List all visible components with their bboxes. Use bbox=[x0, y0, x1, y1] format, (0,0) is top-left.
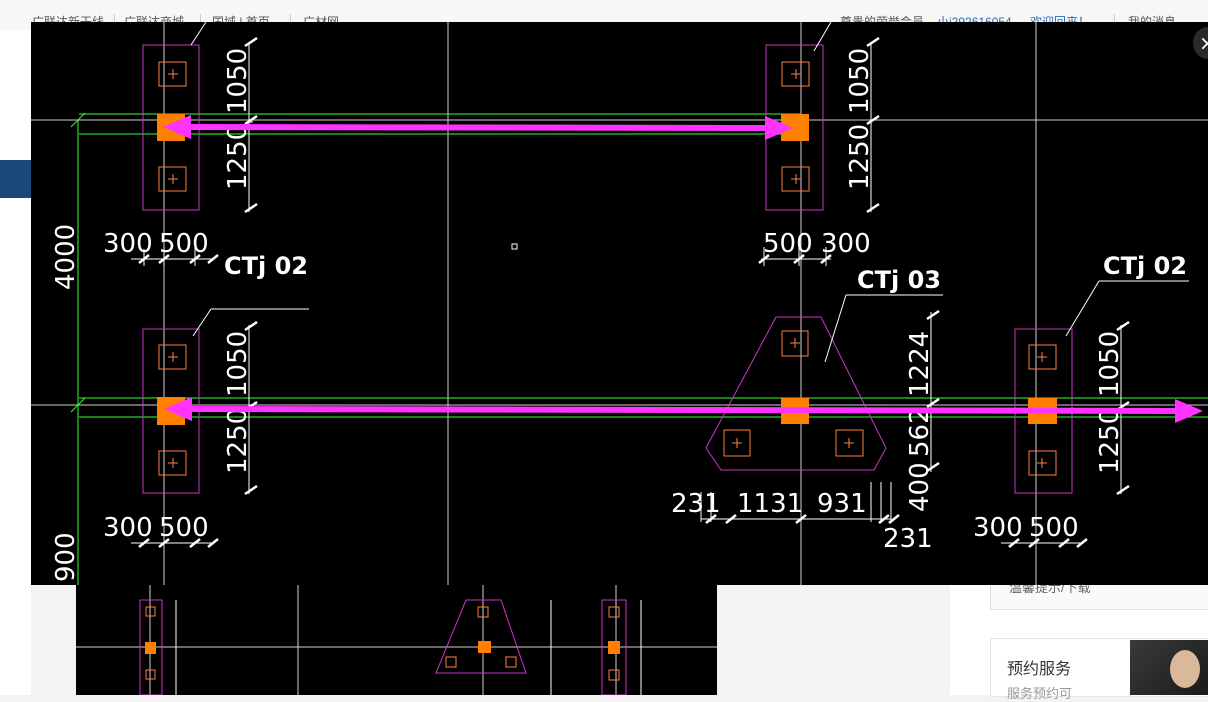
dimension-text: 1050 1250 1050 1250 1050 1250 1050 1250 … bbox=[51, 48, 1125, 582]
dim-1131: 1131 bbox=[737, 489, 803, 519]
axis-lines bbox=[31, 22, 1208, 585]
dim-562: 562 bbox=[905, 407, 935, 457]
pile-cap-top-left bbox=[142, 21, 207, 211]
topbar-divider bbox=[290, 14, 291, 28]
cad-thumbnail-svg bbox=[76, 585, 717, 696]
dim-400: 400 bbox=[905, 462, 935, 512]
left-page-column bbox=[0, 30, 31, 695]
cad-thumbnail bbox=[76, 585, 717, 696]
dim-1250-top-left: 1250 bbox=[223, 124, 253, 190]
avatar-face bbox=[1170, 650, 1200, 688]
dim-4000: 4000 bbox=[51, 224, 81, 290]
nav-blue-strip bbox=[0, 160, 31, 198]
label-ctj03: CTj 03 bbox=[857, 266, 941, 294]
dim-231-right: 231 bbox=[883, 524, 933, 554]
dim-300-top-right: 300 bbox=[821, 229, 871, 259]
service-title: 预约服务 bbox=[1007, 659, 1072, 678]
annotation-arrows bbox=[163, 115, 1203, 423]
topbar-divider bbox=[114, 14, 115, 28]
dim-1250-mid-right: 1250 bbox=[1095, 408, 1125, 474]
label-ctj02-left: CTj 02 bbox=[224, 252, 308, 280]
pile-cap-top-right bbox=[765, 21, 832, 211]
dim-1050-top-left: 1050 bbox=[223, 48, 253, 114]
dim-300-mid-right: 300 bbox=[973, 513, 1023, 543]
dim-1050-top-right: 1050 bbox=[845, 48, 875, 114]
close-icon[interactable]: × bbox=[1193, 27, 1208, 59]
dim-500-top-right: 500 bbox=[763, 229, 813, 259]
dim-500-top-left: 500 bbox=[159, 229, 209, 259]
pile-cap-labels: CTj 02 CTj 03 CTj 02 bbox=[224, 252, 1187, 294]
dim-900: 900 bbox=[51, 532, 81, 582]
label-ctj02-right: CTj 02 bbox=[1103, 252, 1187, 280]
dim-300-mid-left: 300 bbox=[103, 513, 153, 543]
topbar-divider bbox=[1114, 14, 1115, 28]
dimension-lines bbox=[131, 42, 1122, 544]
dim-231-left: 231 bbox=[671, 489, 721, 519]
dim-1050-mid-left: 1050 bbox=[223, 331, 253, 397]
beam-lines bbox=[70, 112, 1208, 585]
dim-1250-top-right: 1250 bbox=[845, 124, 875, 190]
service-avatar-image bbox=[1130, 640, 1208, 695]
dim-300-top-left: 300 bbox=[103, 229, 153, 259]
dim-1224: 1224 bbox=[905, 331, 935, 397]
cursor-marker bbox=[511, 243, 518, 250]
dim-1050-mid-right: 1050 bbox=[1095, 331, 1125, 397]
dim-500-mid-right: 500 bbox=[1029, 513, 1079, 543]
cad-drawing-svg: 1050 1250 1050 1250 1050 1250 1050 1250 … bbox=[31, 21, 1208, 585]
topbar-divider bbox=[200, 14, 201, 28]
cad-viewer-popup[interactable]: 1050 1250 1050 1250 1050 1250 1050 1250 … bbox=[31, 21, 1208, 585]
dim-500-mid-left: 500 bbox=[159, 513, 209, 543]
service-subtitle: 服务预约可 bbox=[1007, 687, 1073, 702]
dim-931: 931 bbox=[817, 489, 867, 519]
dim-1250-mid-left: 1250 bbox=[223, 408, 253, 474]
